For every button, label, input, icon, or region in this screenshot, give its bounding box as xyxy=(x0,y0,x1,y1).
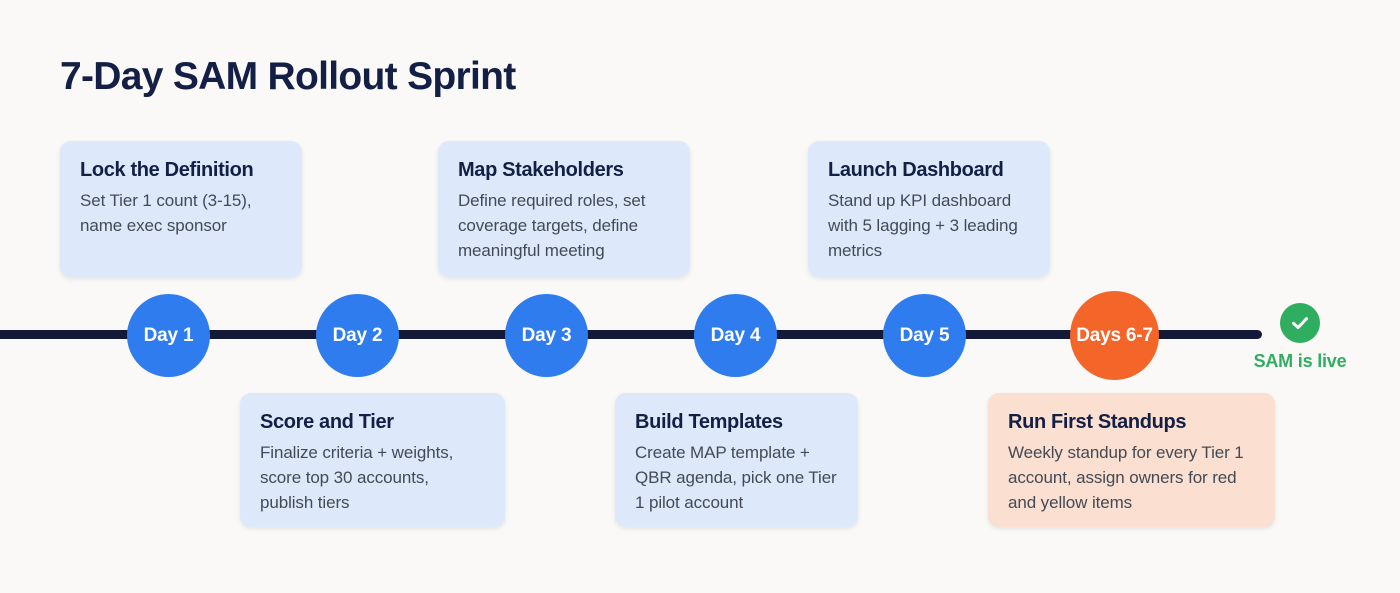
timeline-node-days-6-7[interactable]: Days 6-7 xyxy=(1070,291,1159,380)
card-title: Run First Standups xyxy=(1008,411,1187,433)
milestone-card-map-stakeholders[interactable]: Map Stakeholders Define required roles, … xyxy=(438,141,690,277)
card-title: Lock the Definition xyxy=(80,159,254,181)
timeline-end-marker: SAM is live xyxy=(1250,303,1350,372)
card-body: Create MAP template + QBR agenda, pick o… xyxy=(635,443,837,512)
card-body: Define required roles, set coverage targ… xyxy=(458,191,646,260)
page-title: 7-Day SAM Rollout Sprint xyxy=(60,55,516,98)
check-circle-icon xyxy=(1280,303,1320,343)
timeline-node-day-4[interactable]: Day 4 xyxy=(694,294,777,377)
card-title: Launch Dashboard xyxy=(828,159,1004,181)
card-body: Weekly standup for every Tier 1 account,… xyxy=(1008,443,1244,512)
node-label: Day 5 xyxy=(899,324,950,346)
timeline-node-day-2[interactable]: Day 2 xyxy=(316,294,399,377)
end-marker-label: SAM is live xyxy=(1253,351,1347,371)
card-body: Set Tier 1 count (3-15), name exec spons… xyxy=(80,191,252,235)
timeline-node-day-5[interactable]: Day 5 xyxy=(883,294,966,377)
node-label: Day 3 xyxy=(521,324,572,346)
node-label: Day 1 xyxy=(143,324,194,346)
node-label: Day 2 xyxy=(332,324,383,346)
timeline-node-day-1[interactable]: Day 1 xyxy=(127,294,210,377)
card-body: Stand up KPI dashboard with 5 lagging + … xyxy=(828,191,1018,260)
timeline-spine xyxy=(0,330,1262,339)
node-label: Day 4 xyxy=(710,324,761,346)
card-title: Score and Tier xyxy=(260,411,394,433)
milestone-card-run-first-standups[interactable]: Run First Standups Weekly standup for ev… xyxy=(988,393,1275,527)
milestone-card-build-templates[interactable]: Build Templates Create MAP template + QB… xyxy=(615,393,858,527)
milestone-card-launch-dashboard[interactable]: Launch Dashboard Stand up KPI dashboard … xyxy=(808,141,1050,277)
card-body: Finalize criteria + weights, score top 3… xyxy=(260,443,454,512)
card-title: Map Stakeholders xyxy=(458,159,624,181)
card-title: Build Templates xyxy=(635,411,783,433)
milestone-card-lock-the-definition[interactable]: Lock the Definition Set Tier 1 count (3-… xyxy=(60,141,302,277)
milestone-card-score-and-tier[interactable]: Score and Tier Finalize criteria + weigh… xyxy=(240,393,505,527)
timeline-node-day-3[interactable]: Day 3 xyxy=(505,294,588,377)
node-label: Days 6-7 xyxy=(1076,324,1153,346)
